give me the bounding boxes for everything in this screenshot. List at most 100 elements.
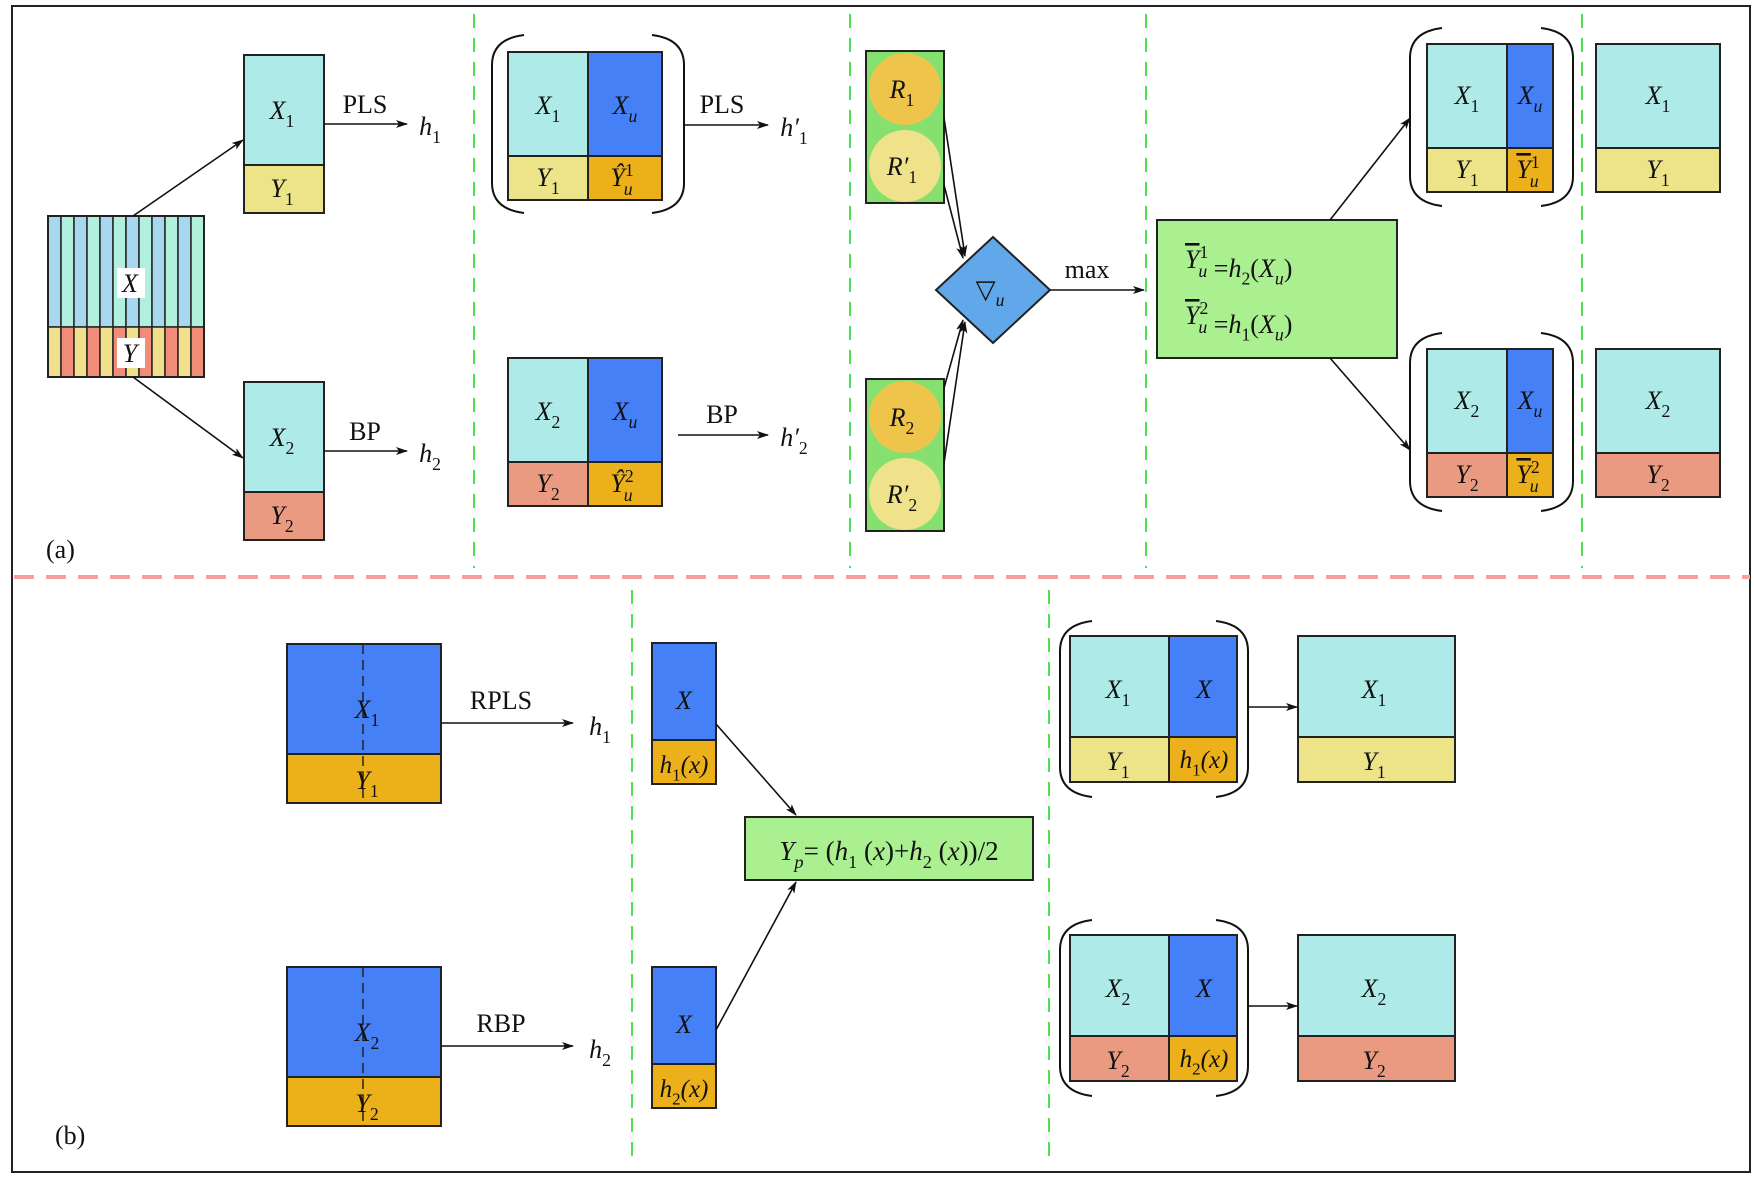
residual-arrow-4 [943,321,968,464]
source-y-stripe [73,326,88,378]
b-update-top-pred-label: h1​(x) [1180,747,1229,780]
a-split-bottom-y-label: Y2​ [270,501,293,536]
a-split-bottom-x-label: X2​ [269,423,295,458]
formula-arrow-bottom [1329,357,1411,451]
source-y-stripe [151,326,166,378]
b-update-top-final-x-block [1297,635,1456,738]
source-y-label-bg [117,338,145,368]
a-split-top-x-block [243,54,325,166]
source-x-stripe [151,215,166,328]
b-update-bottom-bracket-left [1059,919,1093,1097]
b-update-top-final-y-label: Y1​ [1362,747,1385,782]
a-aug-top-x-label: X1​ [535,91,561,126]
a-result-bottom-xu-block [1506,348,1554,454]
b-update-bottom-final-y-block [1297,1035,1456,1082]
source-y-stripe [47,326,62,378]
a-aug-top-x-block [507,51,589,157]
a-result-bottom-final-y-block [1595,452,1721,498]
source-x-stripe [99,215,114,328]
a-result-top-bracket-right [1540,27,1574,207]
pseudo-label-formula-2: Y2u =h1​(Xu​) [1185,298,1292,345]
source-x-label: X [121,269,139,298]
b-update-bottom-xu-label: X [1195,974,1213,1003]
b-update-bottom-y-label: Y2​ [1106,1046,1129,1081]
a-aug-bottom-yhat-block [587,461,663,507]
figure-frame [11,5,1751,1173]
b-predict-top-pred-label: h1​(x) [660,752,709,785]
a-result-top-bracket-left [1409,27,1443,207]
combine-arrow-top [715,723,797,816]
b-predict-top-x-label: X [675,686,693,715]
a-aug-top-xu-label: Xu​ [612,91,638,126]
a-split-top-y-label: Y1​ [270,174,293,209]
a-aug-top-method-label: PLS [700,90,745,119]
b-train-bottom-y-block [286,1076,442,1127]
a-aug-bottom-y-label: Y2​ [536,469,559,504]
b-update-bottom-xu-block [1168,934,1238,1037]
a-aug-top-y-block [507,155,589,201]
b-update-top-xu-label: X [1195,675,1213,704]
source-y-stripe [164,326,179,378]
b-update-top-xu-block [1168,635,1238,738]
b-train-bottom-method-label: RBP [476,1009,525,1038]
selector-label: ▽u​ [976,275,1005,310]
source-y-stripe [60,326,75,378]
a-residual-bottom-circle-1 [869,381,941,453]
b-update-bottom-x-label: X2​ [1105,974,1131,1009]
residual-arrow-1 [943,117,968,257]
a-residual-bottom-circle-2 [869,458,941,530]
a-residual-top-label-2: R′1​ [886,152,917,187]
a-result-top-final-x-label: X1​ [1645,81,1671,116]
a-result-top-xu-label: Xu​ [1517,81,1543,116]
a-result-bottom-final-x-label: X2​ [1645,386,1671,421]
split-arrow-bottom [132,376,244,459]
b-update-top-bracket-left [1059,620,1093,798]
a-aug-bottom-x-block [507,357,589,463]
a-residual-top-circle-1 [869,53,941,125]
a-residual-top-label-1: R1​ [889,75,915,110]
a-result-bottom-x-block [1426,348,1508,454]
b-update-top-final-y-block [1297,736,1456,783]
a-result-top-final-x-block [1595,43,1721,149]
source-y-stripe [177,326,192,378]
source-x-stripe [86,215,101,328]
b-train-bottom-y-label: Y2​ [355,1089,378,1124]
a-aug-top-bracket-right [651,34,685,214]
b-update-top-bracket-right [1215,620,1249,798]
source-y-stripe [86,326,101,378]
a-split-top-x-label: X1​ [269,96,295,131]
b-update-top-final-x-label: X1​ [1361,675,1387,710]
b-train-top-method-label: RPLS [470,686,532,715]
b-train-top-x-label: X1​ [354,695,380,730]
a-result-top-ybar-block [1506,147,1554,193]
b-train-bottom-x-label: X2​ [354,1018,380,1053]
a-result-top-final-y-block [1595,147,1721,193]
b-update-bottom-y-block [1069,1035,1170,1082]
a-split-bottom-output-label: h2​ [419,439,441,474]
b-update-bottom-final-x-label: X2​ [1361,974,1387,1009]
a-result-bottom-xu-label: Xu​ [1517,386,1543,421]
b-update-bottom-final-y-label: Y2​ [1362,1046,1385,1081]
b-update-bottom-final-x-block [1297,934,1456,1037]
a-aug-top-y-label: Y1​ [536,163,559,198]
panel-label-b: (b) [55,1121,85,1150]
source-x-stripe [177,215,192,328]
a-aug-bottom-output-label: h′2​ [780,423,808,458]
source-y-stripe [190,326,205,378]
source-x-stripe [190,215,205,328]
b-train-bottom-output-label: h2​ [589,1035,611,1070]
a-residual-bottom-label-2: R′2​ [886,480,917,515]
pseudo-label-formula-1: Y1u =h2​(Xu​) [1185,242,1292,289]
a-result-top-xu-block [1506,43,1554,149]
a-residual-bottom-label-1: R2​ [889,403,915,438]
source-x-stripe [60,215,75,328]
a-result-bottom-bracket-right [1540,332,1574,512]
a-aug-bottom-xu-block [587,357,663,463]
a-result-bottom-y-label: Y2​ [1455,460,1478,495]
b-update-top-x-block [1069,635,1170,738]
source-x-stripe [47,215,62,328]
b-train-top-output-label: h1​ [589,712,611,747]
source-x-stripe [73,215,88,328]
